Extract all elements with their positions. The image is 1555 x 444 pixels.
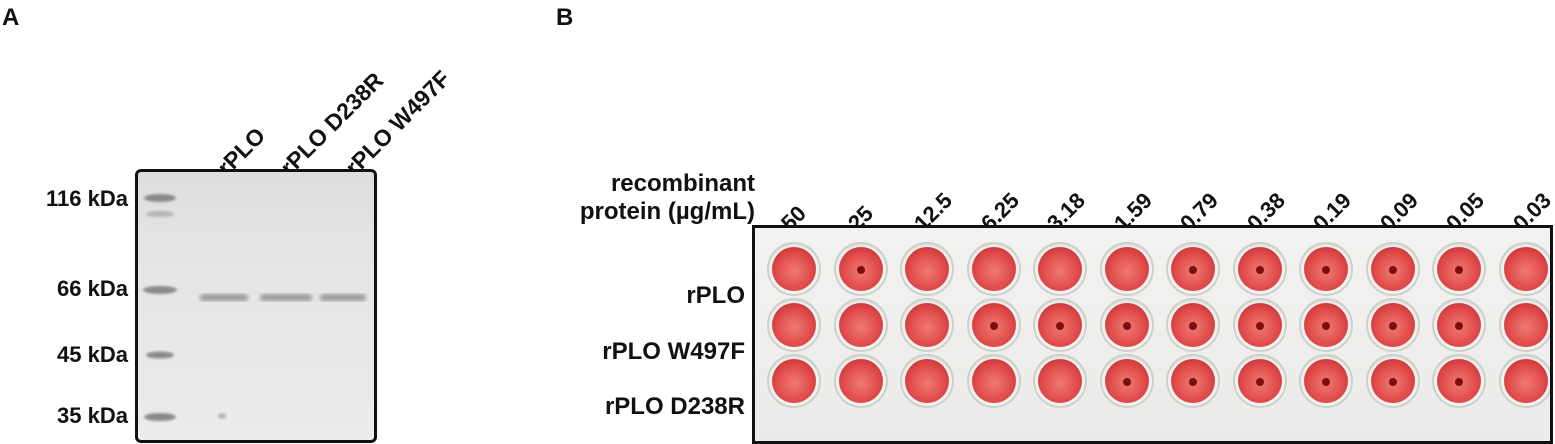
well	[1100, 298, 1154, 352]
well-fill	[1371, 247, 1415, 291]
well-fill	[1038, 247, 1082, 291]
well	[1166, 242, 1220, 296]
well	[900, 242, 954, 296]
well	[1432, 242, 1486, 296]
well-fill	[1437, 359, 1481, 403]
well	[767, 354, 821, 408]
well-fill	[1504, 359, 1548, 403]
row-label-rplo-w497f: rPLO W497F	[602, 338, 745, 366]
well	[1033, 242, 1087, 296]
well	[900, 354, 954, 408]
well-fill	[1105, 247, 1149, 291]
well	[834, 354, 888, 408]
well-fill	[1171, 247, 1215, 291]
well-fill	[839, 303, 883, 347]
well	[1499, 242, 1553, 296]
well	[834, 242, 888, 296]
erythrocyte-pellet	[1123, 378, 1131, 386]
well	[1299, 298, 1353, 352]
well	[900, 298, 954, 352]
erythrocyte-pellet	[1189, 266, 1197, 274]
row-label-rplo-d238r: rPLO D238R	[605, 393, 745, 421]
erythrocyte-pellet	[1455, 378, 1463, 386]
well-fill	[1437, 247, 1481, 291]
erythrocyte-pellet	[1123, 322, 1131, 330]
well-fill	[1371, 303, 1415, 347]
well	[1100, 354, 1154, 408]
well-fill	[1504, 247, 1548, 291]
well	[767, 298, 821, 352]
well	[767, 242, 821, 296]
well-fill	[1171, 303, 1215, 347]
well	[1366, 242, 1420, 296]
well	[1366, 298, 1420, 352]
erythrocyte-pellet	[1256, 322, 1264, 330]
well	[1100, 242, 1154, 296]
well-fill	[1371, 359, 1415, 403]
well-fill	[1238, 247, 1282, 291]
well-fill	[1171, 359, 1215, 403]
well-fill	[905, 303, 949, 347]
well-fill	[1304, 303, 1348, 347]
well-fill	[1038, 303, 1082, 347]
well	[967, 298, 1021, 352]
erythrocyte-pellet	[857, 266, 865, 274]
erythrocyte-pellet	[990, 322, 998, 330]
well-fill	[839, 247, 883, 291]
well	[834, 298, 888, 352]
well-fill	[1504, 303, 1548, 347]
well	[1166, 354, 1220, 408]
well-fill	[972, 359, 1016, 403]
erythrocyte-pellet	[1256, 266, 1264, 274]
hemolysis-plate	[752, 225, 1553, 444]
well-fill	[1238, 303, 1282, 347]
well-fill	[1038, 359, 1082, 403]
well-fill	[772, 303, 816, 347]
well-fill	[905, 359, 949, 403]
erythrocyte-pellet	[1256, 378, 1264, 386]
row-label-rplo: rPLO	[686, 282, 745, 310]
well	[1432, 354, 1486, 408]
erythrocyte-pellet	[1189, 322, 1197, 330]
erythrocyte-pellet	[1389, 378, 1397, 386]
well	[1499, 354, 1553, 408]
well	[967, 242, 1021, 296]
well	[1299, 354, 1353, 408]
erythrocyte-pellet	[1389, 266, 1397, 274]
row-labels: rPLO rPLO W497F rPLO D238R	[0, 0, 745, 443]
well-fill	[1238, 359, 1282, 403]
erythrocyte-pellet	[1455, 266, 1463, 274]
well-fill	[839, 359, 883, 403]
well	[1033, 298, 1087, 352]
erythrocyte-pellet	[1322, 266, 1330, 274]
well-fill	[972, 303, 1016, 347]
well	[1166, 298, 1220, 352]
well-fill	[1304, 359, 1348, 403]
erythrocyte-pellet	[1322, 322, 1330, 330]
erythrocyte-pellet	[1389, 322, 1397, 330]
well-fill	[905, 247, 949, 291]
well-fill	[1304, 247, 1348, 291]
well	[1233, 354, 1287, 408]
well	[1499, 298, 1553, 352]
well-fill	[1437, 303, 1481, 347]
erythrocyte-pellet	[1189, 378, 1197, 386]
erythrocyte-pellet	[1056, 322, 1064, 330]
well-fill	[772, 359, 816, 403]
well	[967, 354, 1021, 408]
well	[1233, 242, 1287, 296]
well	[1366, 354, 1420, 408]
well	[1299, 242, 1353, 296]
well	[1233, 298, 1287, 352]
well-fill	[1105, 359, 1149, 403]
well-fill	[772, 247, 816, 291]
well	[1033, 354, 1087, 408]
erythrocyte-pellet	[1455, 322, 1463, 330]
well	[1432, 298, 1486, 352]
well-fill	[972, 247, 1016, 291]
erythrocyte-pellet	[1322, 378, 1330, 386]
well-fill	[1105, 303, 1149, 347]
